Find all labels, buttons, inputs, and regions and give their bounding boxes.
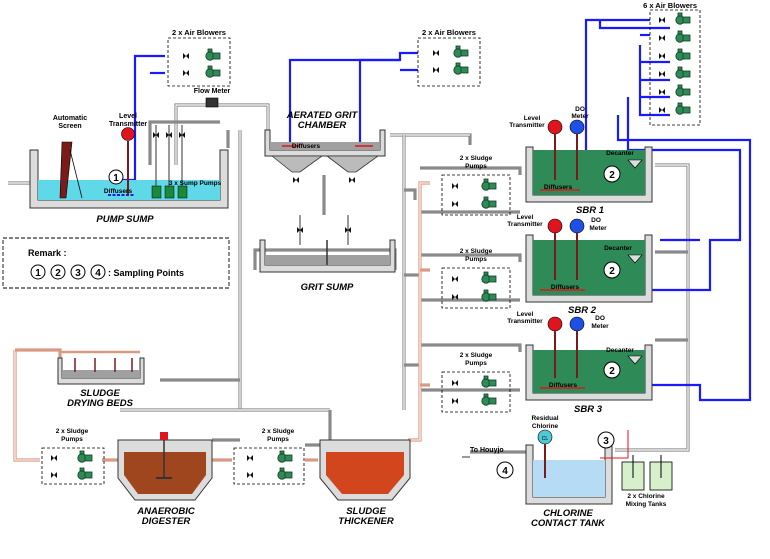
sbr-1-sampling-point: 2 [609, 170, 615, 181]
digester-sludge-pumps-right: 2 x Sludge Pumps [233, 428, 305, 485]
sludge-drying-beds: SLUDGE DRYING BEDS [57, 350, 145, 409]
remark-point-4: 4 [95, 268, 101, 279]
sampling-point-4: 4 [502, 466, 508, 477]
sbr-1-decanter: Decanter [606, 150, 634, 157]
chlorine-analyzer-label: CL [542, 436, 549, 442]
sbr-2-level-2: Transmitter [507, 221, 543, 228]
sbr-1-do: DO [575, 106, 585, 113]
chlorine-mixing-tanks: 2 x Chlorine Mixing Tanks [621, 455, 673, 508]
chlorine-tank-title: CHLORINE [543, 508, 593, 519]
remark-point-3: 3 [75, 268, 81, 279]
sbr-1-level-2: Transmitter [509, 122, 545, 129]
chlorine-contact-tank: CL Residual Chlorine CHLORINE CONTACT TA… [462, 415, 629, 529]
sbr-1-diffusers: Diffusers [544, 184, 573, 191]
pump-sump-blowers: 2 x Air Blowers [167, 28, 231, 87]
sampling-point-3: 3 [603, 436, 609, 447]
sludge-thickener: SLUDGE THICKENER [319, 439, 411, 527]
anaerobic-digester: ANAEROBIC DIGESTER [117, 432, 213, 527]
sbr-blowers-label: 6 x Air Blowers [643, 1, 697, 10]
thickener-title-2: THICKENER [338, 516, 394, 527]
sbr-1-pumps-label-2: Pumps [465, 163, 487, 170]
digester-left-pumps-label: 2 x Sludge [56, 428, 89, 435]
sbr-3-level-2: Transmitter [507, 318, 543, 325]
water-pipes [8, 103, 690, 454]
sbr-2-title: SBR 2 [568, 305, 597, 316]
residual-chlorine-label: Residual [531, 415, 558, 422]
grit-blowers: 2 x Air Blowers [417, 28, 481, 87]
remark-point-2: 2 [55, 268, 61, 279]
grit-sump: GRIT SUMP [259, 215, 396, 293]
grit-chamber-title: AERATED GRIT [286, 110, 359, 121]
grit-chamber-title-2: CHAMBER [298, 120, 347, 131]
sbr-2-sampling-point: 2 [609, 266, 615, 277]
screen-label-2: Screen [58, 123, 81, 130]
residual-chlorine-label-2: Chlorine [532, 423, 559, 430]
flow-meter: Flow Meter [194, 88, 231, 108]
remark-text: : Sampling Points [108, 268, 184, 278]
sbr-2-do-2: Meter [589, 225, 607, 232]
sbr-3-level: Level [517, 311, 534, 318]
sbr-2-level: Level [517, 214, 534, 221]
sbr-3: Level Transmitter DO Meter Decanter Diff… [507, 311, 653, 415]
remark-box: Remark : 1 2 3 4 : Sampling Points [2, 237, 230, 289]
drying-beds-title: SLUDGE [80, 388, 120, 399]
pump-sump-title: PUMP SUMP [96, 214, 154, 225]
digester-right-pumps-label-2: Pumps [267, 436, 289, 443]
sbr-3-do: DO [595, 315, 605, 322]
sump-pumps [151, 125, 188, 199]
sbr-3-sampling-point: 2 [609, 366, 615, 377]
air-lines [120, 18, 752, 402]
digester-title: ANAEROBIC [136, 506, 195, 517]
thickener-title: SLUDGE [346, 506, 386, 517]
remark-point-1: 1 [35, 268, 41, 279]
grit-sump-title: GRIT SUMP [301, 282, 354, 293]
sludge-pipes [13, 181, 430, 462]
sbr-3-decanter: Decanter [606, 347, 634, 354]
pump-sump: Automatic Screen Level Transmitter 1 Dif… [29, 113, 229, 225]
aerated-grit-chamber: AERATED GRIT CHAMBER Diffusers [264, 110, 386, 183]
sbr-2-do: DO [591, 217, 601, 224]
sbr-2: Level Transmitter DO Meter Decanter Diff… [507, 214, 653, 316]
grit-blowers-label: 2 x Air Blowers [422, 28, 476, 37]
mixing-tanks-label-2: Mixing Tanks [626, 501, 667, 508]
sbr-3-do-2: Meter [591, 323, 609, 330]
sbr-3-title: SBR 3 [574, 404, 603, 415]
sump-level-label: Level [119, 113, 137, 120]
sbr-1: Level Transmitter DO Meter Decanter Diff… [509, 106, 653, 216]
sbr-2-pumps-label: 2 x Sludge [460, 248, 493, 255]
digester-title-2: DIGESTER [142, 516, 191, 527]
sbr-2-decanter: Decanter [604, 245, 632, 252]
to-houyjo-label: To Houyjo [470, 447, 504, 454]
sbr-1-title: SBR 1 [576, 205, 604, 216]
sbr-3-pumps-label-2: Pumps [465, 360, 487, 367]
chlorine-tank-title-2: CONTACT TANK [531, 518, 606, 529]
sbr-2-sludge-pumps: 2 x Sludge Pumps [441, 248, 511, 309]
sampling-point-1: 1 [113, 173, 119, 184]
digester-right-pumps-label: 2 x Sludge [262, 428, 295, 435]
sbr-blowers: 6 x Air Blowers [643, 1, 701, 126]
sbr-1-sludge-pumps: 2 x Sludge Pumps [441, 155, 511, 216]
digester-left-pumps-label-2: Pumps [61, 436, 83, 443]
sbr-3-sludge-pumps: 2 x Sludge Pumps [441, 352, 511, 413]
sbr-2-pumps-label-2: Pumps [465, 256, 487, 263]
sbr-3-pumps-label: 2 x Sludge [460, 352, 493, 359]
sump-level-label-2: Transmitter [109, 121, 147, 128]
flow-meter-label: Flow Meter [194, 88, 231, 95]
sbr-1-do-2: Meter [571, 113, 589, 120]
pump-sump-blowers-label: 2 x Air Blowers [172, 28, 226, 37]
drying-beds-title-2: DRYING BEDS [67, 398, 133, 409]
digester-sludge-pumps-left: 2 x Sludge Pumps [41, 428, 105, 485]
sbr-3-diffusers: Diffusers [549, 382, 578, 389]
screen-label: Automatic [53, 115, 87, 122]
remark-title: Remark : [28, 248, 67, 258]
sump-pumps-label: 3 x Sump Pumps [169, 180, 222, 187]
grit-diffusers-label: Diffusers [292, 143, 321, 150]
sbr-1-pumps-label: 2 x Sludge [460, 155, 493, 162]
sump-diffusers-label: Diffusers [104, 188, 133, 195]
sbr-2-diffusers: Diffusers [551, 284, 580, 291]
sbr-1-level: Level [524, 115, 541, 122]
mixing-tanks-label: 2 x Chlorine [627, 493, 665, 500]
